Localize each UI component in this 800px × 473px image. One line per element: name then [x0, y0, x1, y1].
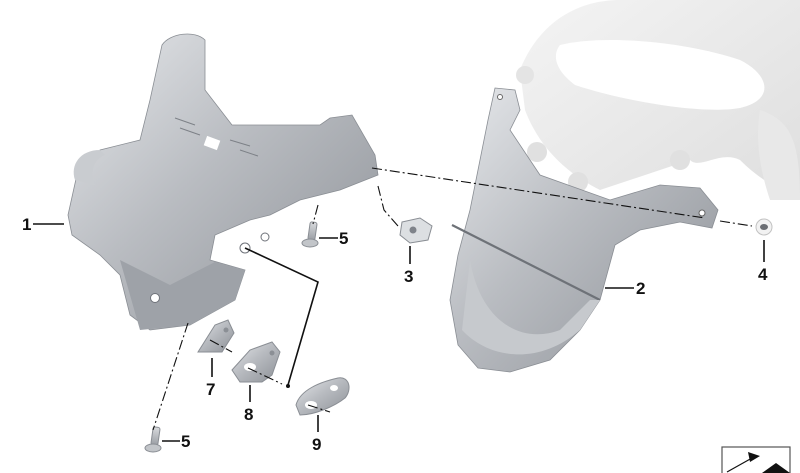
screw-lower-part[interactable] — [144, 426, 162, 453]
clip-nut-part[interactable] — [399, 217, 433, 244]
callout-label-7: 7 — [206, 380, 215, 399]
grommet-part[interactable] — [755, 218, 773, 236]
callout-5-upper[interactable]: 5 — [319, 229, 348, 248]
spacer-plate-part[interactable] — [231, 341, 281, 383]
angle-bracket-part[interactable] — [197, 319, 235, 353]
callout-label-9: 9 — [312, 435, 321, 454]
callout-label-5-lower: 5 — [181, 432, 190, 451]
callout-label-8: 8 — [244, 405, 253, 424]
callout-label-3: 3 — [404, 267, 413, 286]
callout-1[interactable]: 1 — [22, 215, 64, 234]
callout-label-2: 2 — [636, 279, 645, 298]
callout-label-4: 4 — [758, 265, 768, 284]
callout-3[interactable]: 3 — [404, 246, 413, 286]
holder-panel-part[interactable] — [449, 87, 719, 373]
callout-2[interactable]: 2 — [605, 279, 645, 298]
callout-5-lower[interactable]: 5 — [162, 432, 190, 451]
callout-4[interactable]: 4 — [758, 240, 768, 284]
callout-label-5-upper: 5 — [339, 229, 348, 248]
callout-8[interactable]: 8 — [244, 385, 253, 424]
assembly-lines — [152, 167, 753, 431]
callout-label-1: 1 — [22, 215, 31, 234]
callout-7[interactable]: 7 — [206, 358, 215, 399]
screw-upper-part[interactable] — [301, 221, 319, 248]
callout-9[interactable]: 9 — [312, 415, 321, 454]
washer-plate-part[interactable] — [295, 377, 350, 416]
carrier-bracket-part[interactable] — [67, 33, 379, 331]
arrow-navigate-icon[interactable] — [721, 446, 791, 473]
ghost-fairing — [516, 0, 800, 200]
